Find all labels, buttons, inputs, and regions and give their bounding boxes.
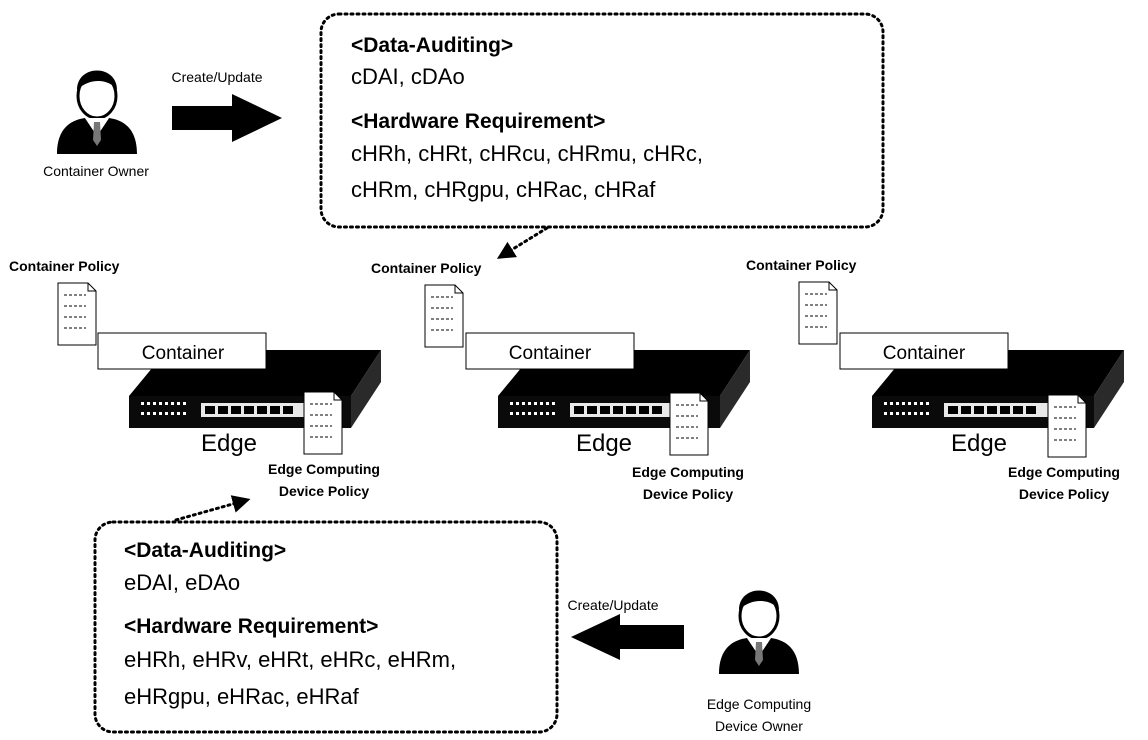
container-hardware-requirement-values-1: cHRh, cHRt, cHRcu, cHRmu, cHRc, (351, 141, 703, 166)
container-label: Container (883, 343, 966, 364)
container-policy-doc-icon (57, 282, 97, 346)
container-owner-label: Container Owner (43, 163, 149, 179)
device-policy-label-1: Edge Computing (268, 461, 380, 477)
container-owner-icon (55, 69, 139, 156)
device-policy-label-2: Device Policy (279, 483, 369, 499)
create-update-arrow-left (571, 614, 684, 660)
device-policy-doc-icon (303, 391, 343, 455)
device-data-auditing-values: eDAI, eDAo (124, 570, 240, 595)
edge-owner-icon (717, 589, 801, 676)
container-box (465, 332, 635, 370)
edge-owner-label-1: Edge Computing (707, 696, 811, 712)
container-box (839, 332, 1009, 370)
edge-label: Edge (951, 430, 1007, 457)
device-hardware-requirement-values-2: eHRgpu, eHRac, eHRaf (124, 684, 360, 709)
container-data-auditing-heading: <Data-Auditing> (351, 34, 513, 57)
device-policy-label-2: Device Policy (1019, 486, 1109, 502)
device-policy-connector (174, 495, 251, 522)
edge-label: Edge (576, 430, 632, 457)
edge-node-3: Container Policy Container Edge Edge Com… (746, 257, 1124, 502)
container-owner-action-label: Create/Update (171, 69, 262, 85)
device-policy-doc-icon (669, 392, 709, 456)
container-label: Container (509, 343, 592, 364)
container-label: Container (142, 343, 225, 364)
device-policy-label-1: Edge Computing (1008, 464, 1120, 480)
edge-node-1: Container Policy Container Edge Edge Com… (9, 258, 381, 499)
device-policy-detail-box (93, 520, 559, 734)
create-update-arrow-right (172, 94, 282, 142)
device-hardware-requirement-heading: <Hardware Requirement> (124, 615, 378, 638)
container-hardware-requirement-values-2: cHRm, cHRgpu, cHRac, cHRaf (351, 177, 656, 202)
edge-owner-action-label: Create/Update (567, 597, 658, 613)
device-policy-doc-icon (1047, 394, 1087, 458)
device-hardware-requirement-values-1: eHRh, eHRv, eHRt, eHRc, eHRm, (124, 647, 456, 672)
device-data-auditing-heading: <Data-Auditing> (124, 539, 286, 562)
container-policy-connector (496, 226, 549, 259)
edge-owner-label-2: Device Owner (715, 718, 803, 734)
container-policy-doc-icon (798, 281, 838, 345)
container-policy-label: Container Policy (371, 260, 482, 276)
container-hardware-requirement-heading: <Hardware Requirement> (351, 110, 605, 133)
container-box (97, 332, 267, 370)
container-data-auditing-values: cDAI, cDAo (351, 64, 465, 89)
edge-node-2: Container Policy Container Edge Edge Com… (371, 260, 750, 502)
device-policy-label-2: Device Policy (643, 486, 733, 502)
edge-label: Edge (201, 430, 257, 457)
container-policy-doc-icon (424, 284, 464, 348)
device-policy-label-1: Edge Computing (632, 464, 744, 480)
container-policy-label: Container Policy (746, 257, 857, 273)
container-policy-label: Container Policy (9, 258, 120, 274)
container-policy-detail-box (319, 12, 885, 229)
